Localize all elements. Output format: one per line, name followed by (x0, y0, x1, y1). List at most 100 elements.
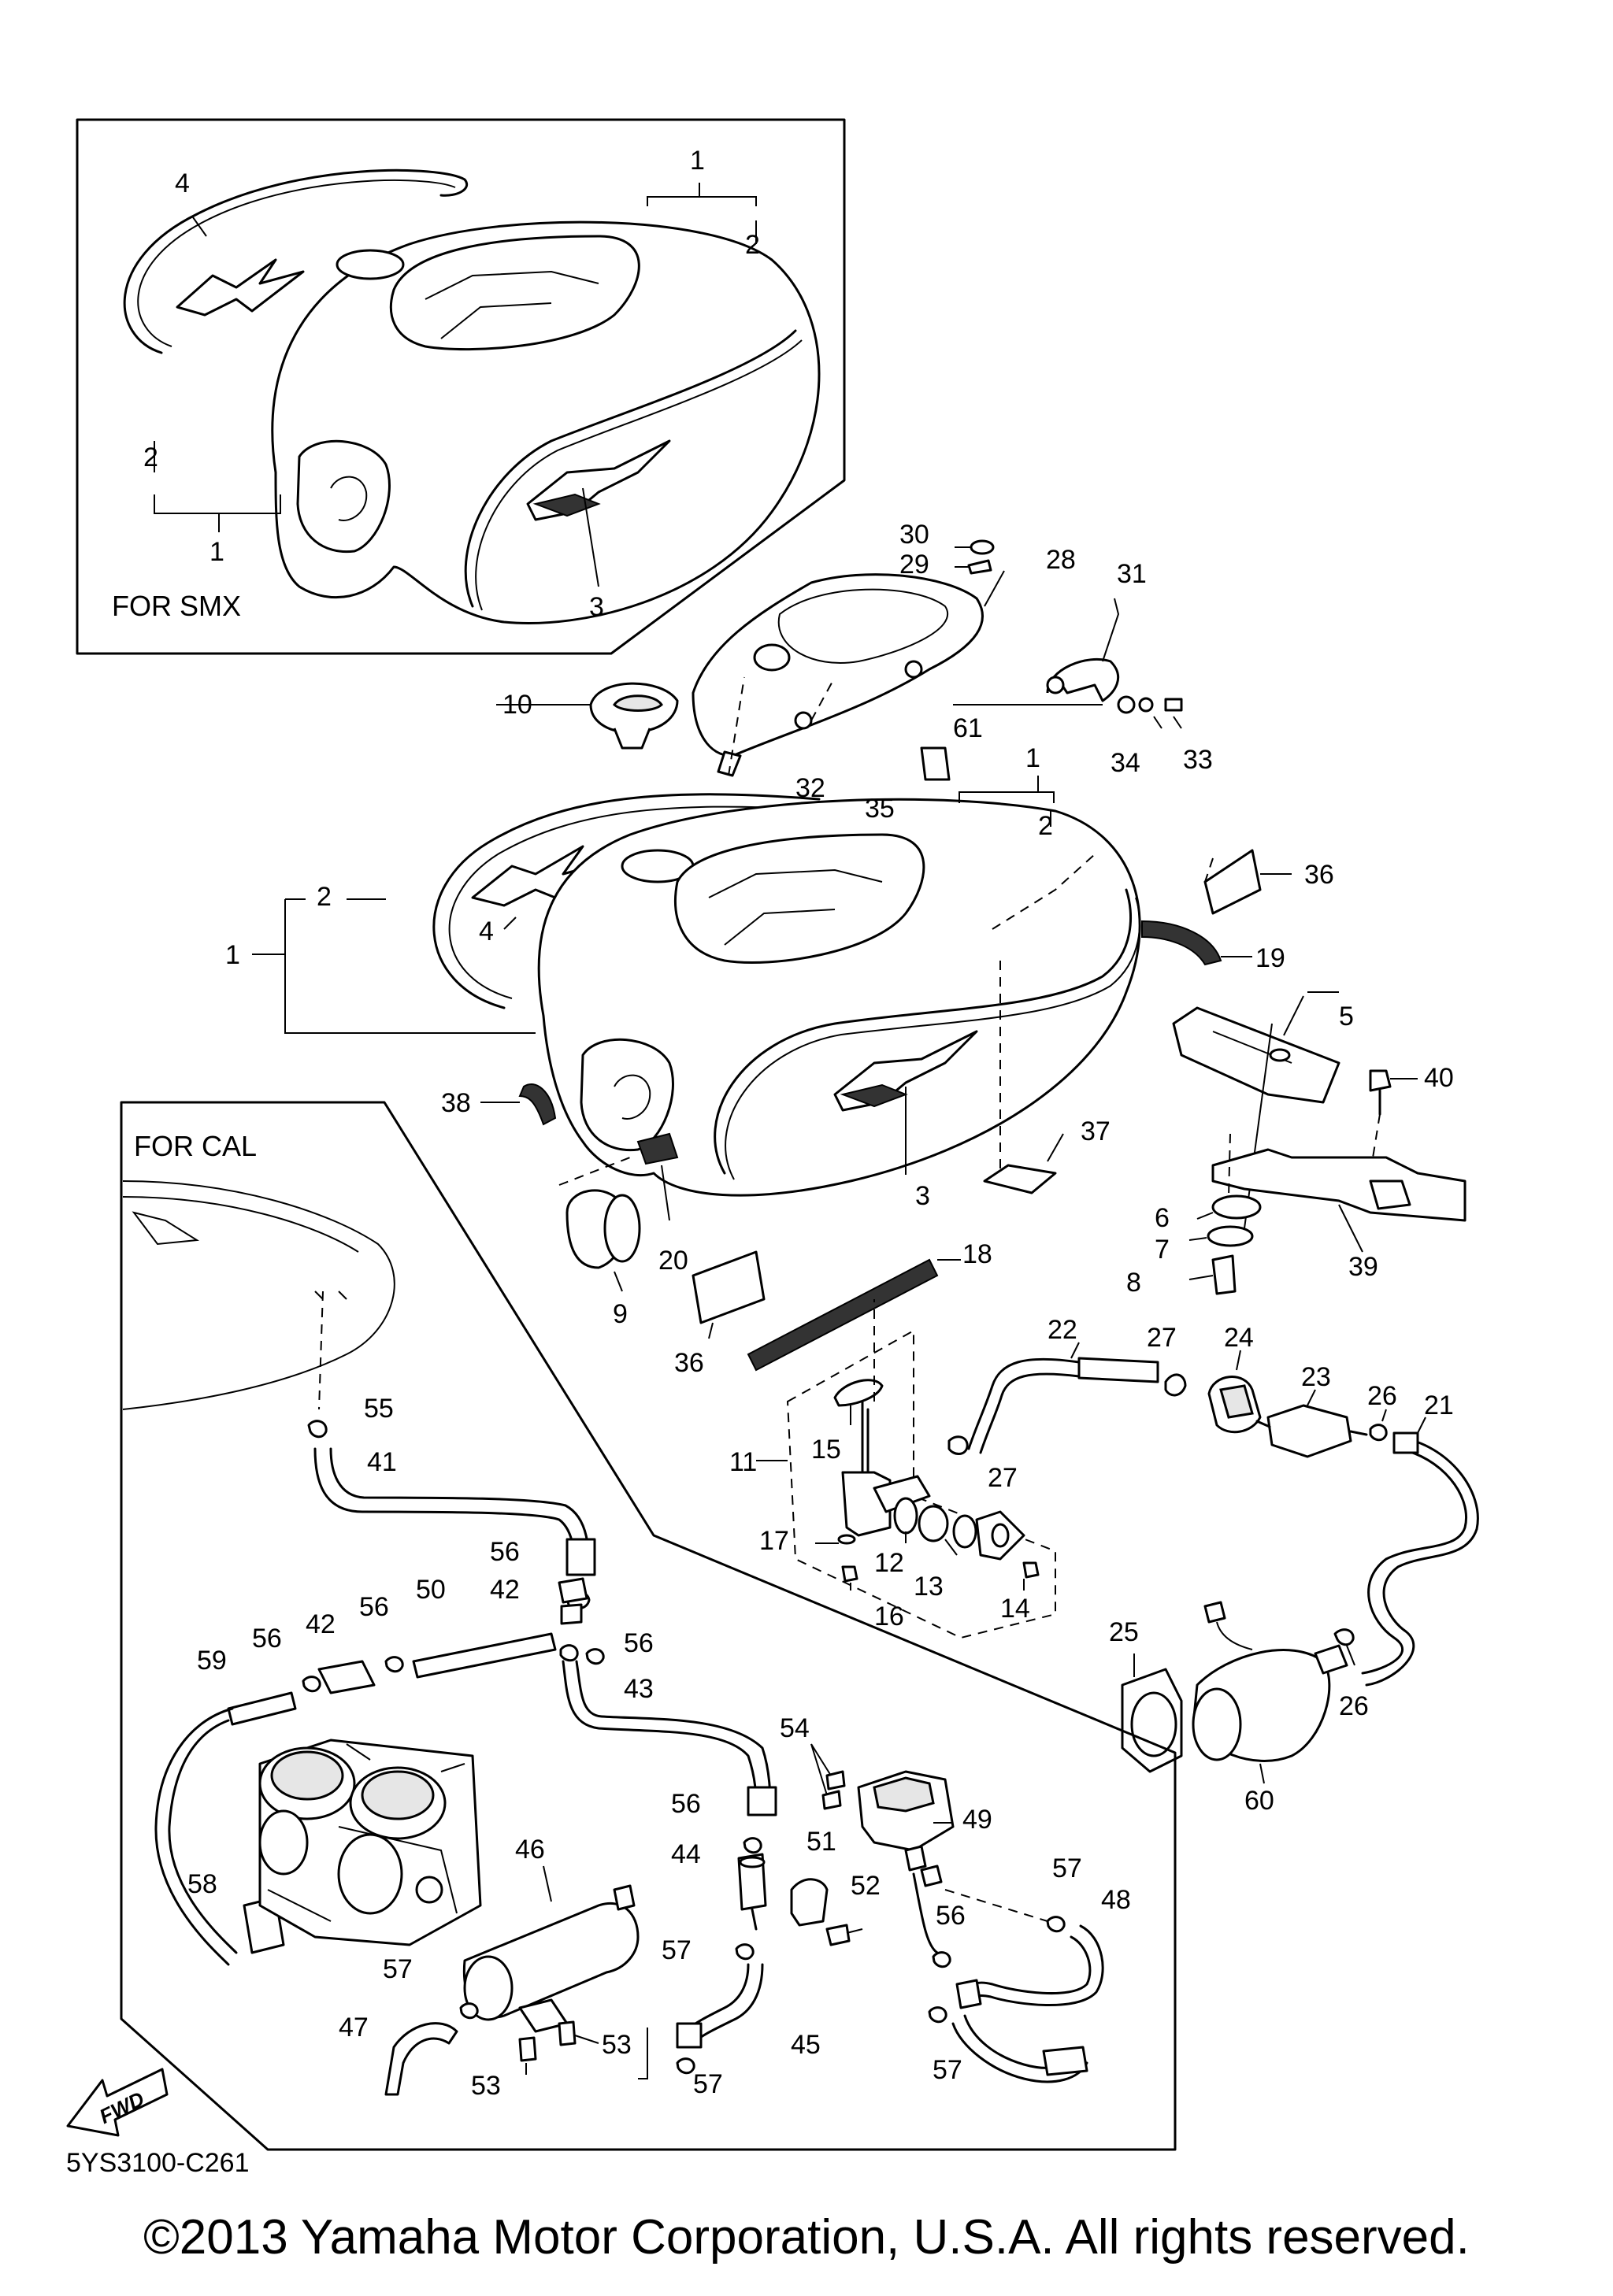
callout-56-d: 56 (624, 1628, 654, 1658)
callout-36-top: 36 (1304, 860, 1334, 890)
part-56-clamp-e (743, 1837, 762, 1854)
callout-5: 5 (1339, 1002, 1354, 1031)
reference-code: 5YS3100-C261 (66, 2148, 250, 2178)
part-40-bolt (1369, 1069, 1392, 1092)
callout-4: 4 (175, 168, 190, 198)
lower-center-parts: 38 20 9 36 18 (441, 1083, 992, 1378)
callout-7: 7 (1155, 1235, 1170, 1265)
part-43-hose (562, 1660, 758, 1813)
part-42-joint-a (558, 1577, 588, 1604)
callout-22: 22 (1048, 1315, 1077, 1345)
part-18-damper-strip (747, 1258, 939, 1372)
callout-41: 41 (367, 1447, 397, 1477)
callout-35: 35 (865, 794, 895, 824)
part-57-clamp-c (676, 2057, 695, 2075)
smx-box-label: FOR SMX (112, 590, 241, 622)
callout-47: 47 (339, 2013, 369, 2042)
cal-inset-frame (120, 1101, 1177, 2151)
part-45-hose (684, 1963, 750, 2033)
callout-2: 2 (745, 230, 760, 260)
part-23-fuel-filter (1266, 1404, 1352, 1458)
callout-34: 34 (1111, 748, 1140, 778)
main-emblem-outline (432, 793, 821, 1009)
callout-27-right: 27 (1147, 1323, 1177, 1353)
callout-36-bottom: 36 (674, 1348, 704, 1378)
callout-2-main: 2 (1038, 811, 1053, 841)
part-5-seat-bracket (1172, 1006, 1340, 1104)
callout-49: 49 (962, 1805, 992, 1835)
callout-14: 14 (1000, 1594, 1030, 1624)
part-20-damper (636, 1132, 679, 1165)
callout-55: 55 (364, 1394, 394, 1424)
callout-48: 48 (1101, 1885, 1131, 1915)
callout-53-right: 53 (602, 2030, 632, 2060)
callout-56-b: 56 (359, 1592, 389, 1622)
callout-30: 30 (899, 520, 929, 550)
callout-44: 44 (671, 1839, 701, 1869)
part-36-sticker (692, 1250, 766, 1324)
part-57-clamp-d (1046, 1916, 1066, 1933)
fwd-arrow: FWD (66, 2068, 169, 2137)
callout-31: 31 (1117, 559, 1147, 589)
callout-38: 38 (441, 1088, 471, 1118)
part-54-screw-b (821, 1790, 842, 1810)
cal-box-label: FOR CAL (134, 1130, 257, 1162)
part-56-clamp-d (384, 1656, 404, 1673)
cal-inset: FOR CAL (120, 1101, 1177, 2151)
callout-46: 46 (515, 1835, 545, 1865)
main-tank-group: 32 35 61 1 2 2 1 4 3 (225, 713, 1141, 1211)
part-54-screw-a (825, 1770, 846, 1791)
callout-13: 13 (914, 1572, 944, 1602)
part-26-clamp (1369, 1424, 1388, 1442)
callout-3: 3 (589, 592, 604, 622)
callout-10: 10 (502, 690, 532, 720)
copyright-notice: ©2013 Yamaha Motor Corporation, U.S.A. A… (143, 2210, 1470, 2265)
part-13-strainer (918, 1505, 949, 1542)
part-59-hose (227, 1691, 297, 1726)
callout-56-a: 56 (490, 1537, 520, 1567)
main-tank-stripe (714, 888, 1133, 1175)
part-12-oring (893, 1497, 918, 1535)
smx-tank-top-recess (389, 235, 640, 351)
callout-40: 40 (1424, 1063, 1454, 1093)
part-56-clamp-b (585, 1648, 605, 1665)
callout-4-main: 4 (479, 917, 494, 946)
main-knee-recess (580, 1038, 674, 1152)
part-53-bolt-b (558, 2020, 577, 2046)
part-50-hose (412, 1632, 557, 1679)
callout-57-right: 57 (1052, 1853, 1082, 1883)
part-7-collar (1207, 1225, 1254, 1247)
part-52-screw (825, 1924, 851, 1946)
part-21-hose (1361, 1447, 1467, 1675)
callout-20: 20 (658, 1246, 688, 1276)
part-55-clamp (307, 1420, 328, 1439)
part-51-holder (790, 1878, 829, 1927)
callout-17: 17 (759, 1526, 789, 1556)
callout-57-bottom: 57 (693, 2069, 723, 2099)
part-38-hose (518, 1083, 557, 1126)
callout-23: 23 (1301, 1362, 1331, 1392)
callout-42-b: 42 (306, 1609, 336, 1639)
callout-8: 8 (1126, 1268, 1141, 1298)
callout-1-left: 1 (210, 537, 224, 567)
smx-tank-stripe (464, 329, 797, 608)
callout-6: 6 (1155, 1203, 1170, 1233)
fwd-arrow-icon (66, 2068, 169, 2137)
callout-26-top: 26 (1367, 1381, 1397, 1411)
part-15-plate (833, 1379, 884, 1407)
part-57-clamp-e (928, 2006, 947, 2024)
smx-inset-frame (76, 118, 846, 655)
smx-fuel-cap-opening (336, 249, 405, 280)
callout-1-main-left: 1 (225, 940, 240, 970)
callout-1: 1 (690, 146, 705, 176)
fuel-cock-assembly: 15 11 17 12 13 16 14 (729, 1299, 1056, 1639)
callout-25: 25 (1109, 1617, 1139, 1647)
callout-39: 39 (1348, 1252, 1378, 1282)
carburetor-assembly (258, 1739, 482, 1946)
callout-2-left: 2 (143, 443, 158, 472)
callout-28: 28 (1046, 545, 1076, 575)
tank-guard (1046, 657, 1120, 702)
smx-emblem (176, 258, 305, 317)
callout-27-left: 27 (988, 1463, 1018, 1493)
callout-12: 12 (874, 1548, 904, 1578)
